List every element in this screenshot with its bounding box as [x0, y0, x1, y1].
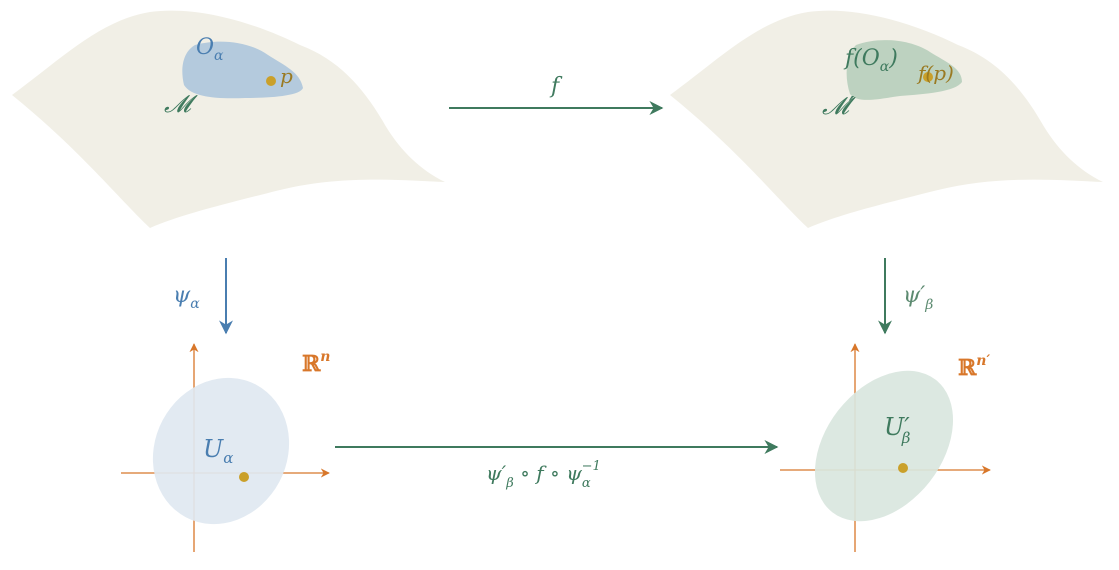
arrow-f-label: f [549, 74, 563, 99]
point-f-p-label: f(p) [916, 61, 954, 85]
region-o-alpha-label: Oα [196, 35, 224, 64]
region-f-o-alpha-label: f(Oα) [843, 46, 898, 75]
space-rn-prime-label: ℝn′ [958, 353, 990, 381]
region-u-alpha-label: Uα [203, 435, 233, 467]
point-p-label: p [280, 64, 293, 88]
chart-right-point [898, 463, 908, 473]
region-u-beta-prime-label: U′β [884, 413, 911, 447]
region-f-o-alpha [846, 40, 962, 100]
space-rn-label: ℝn [302, 349, 330, 377]
region-u-beta-prime [814, 370, 954, 522]
manifold-m-prime-label: 𝓜′ [822, 92, 856, 120]
arrow-transition-map-label: ψ′β ∘ f ∘ ψα−1 [486, 459, 601, 491]
point-f-p [923, 72, 933, 82]
point-p [266, 76, 276, 86]
manifold-right-surface [670, 10, 1103, 228]
manifold-left-surface [12, 10, 445, 228]
arrow-psi-alpha-label: ψα [173, 283, 200, 312]
arrow-psi-beta-prime-label: ψ′β [903, 283, 933, 313]
chart-left-point [239, 472, 249, 482]
region-u-alpha [152, 377, 290, 525]
